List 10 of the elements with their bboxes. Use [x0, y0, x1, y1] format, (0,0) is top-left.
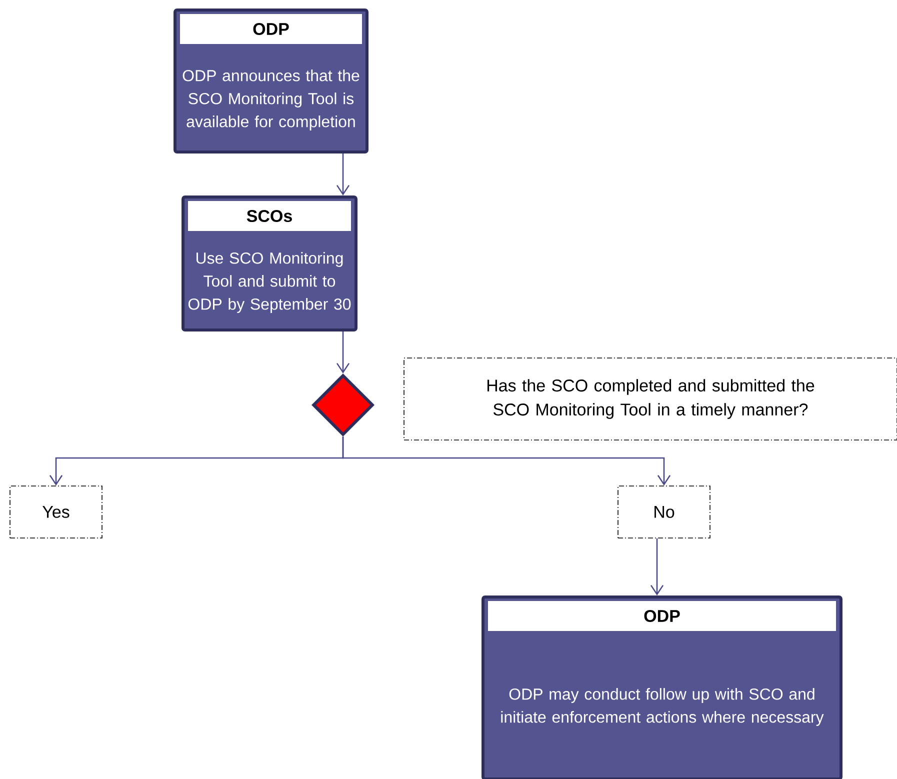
dashed-box: Has the SCO completed and submitted the SCO Monitoring Tool in a timely manner? [404, 358, 897, 440]
arrow [650, 538, 664, 596]
arrow [336, 154, 350, 196]
dashed-box: Yes [10, 486, 102, 538]
process-box: ODP ODP announces that the SCO Monitoring Tool is available for completion [174, 8, 368, 154]
process-box: SCOs Use SCO Monitoring Tool and submit to ODP by September 30 [182, 196, 358, 332]
dashed-box: No [618, 486, 710, 538]
arrow [336, 332, 350, 374]
arrow [342, 436, 671, 486]
process-box: ODP ODP may conduct follow up with SCO and initiate enforcement actions where necessary [482, 596, 842, 779]
